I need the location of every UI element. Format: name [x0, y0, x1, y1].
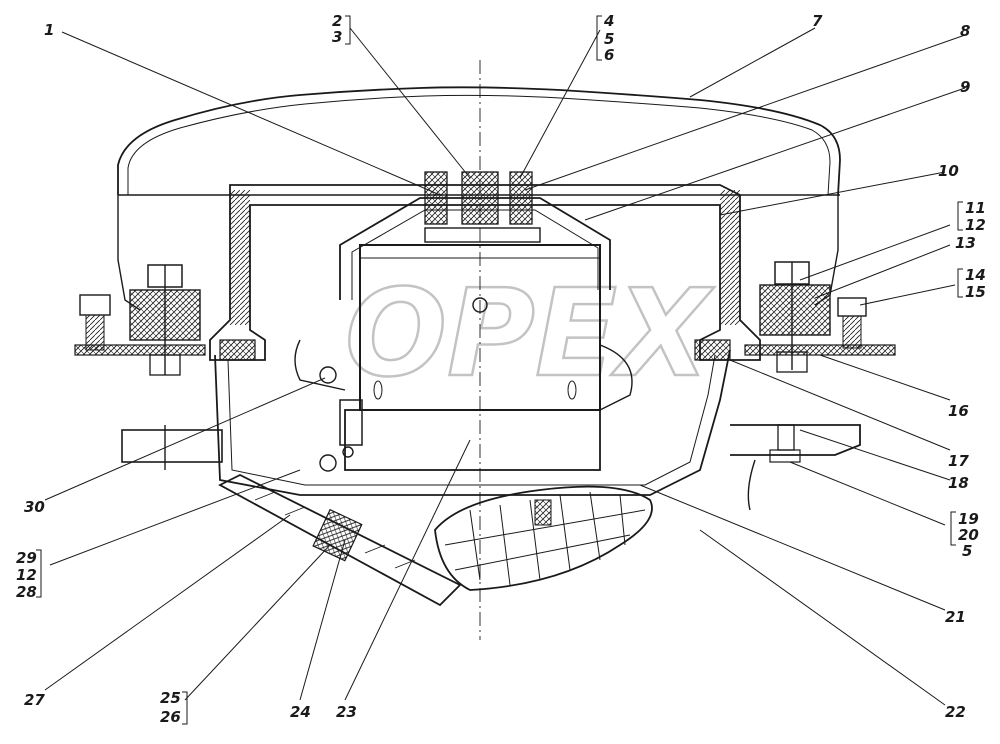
- left-mount-washer: [149, 354, 181, 376]
- right-bracket-bolt: [777, 424, 795, 451]
- right-shock-mount: [759, 284, 831, 336]
- impeller-hub: [312, 508, 363, 562]
- bracket-4-5-6: [596, 15, 602, 61]
- callout-5-top: 5: [604, 30, 614, 48]
- callout-19: 19: [958, 510, 979, 528]
- right-gasket: [694, 339, 731, 361]
- callout-3: 3: [332, 28, 342, 46]
- right-flange-plate: [744, 344, 896, 356]
- watermark-text: OPEX: [345, 265, 715, 404]
- screw-small: [342, 446, 354, 458]
- callout-9: 9: [960, 78, 970, 96]
- callout-7: 7: [812, 12, 823, 30]
- bracket-2-3: [345, 15, 351, 45]
- terminal-left: [424, 171, 448, 225]
- screw-upper: [319, 366, 337, 384]
- right-flange-bolt: [842, 315, 862, 349]
- leader-lines: [44, 27, 966, 706]
- callout-24: 24: [290, 703, 311, 721]
- bracket-19-20-5: [950, 511, 956, 546]
- callout-16: 16: [948, 402, 969, 420]
- fan-grille-slats: [444, 491, 646, 586]
- bracket-25-26: [182, 691, 188, 725]
- lower-bowl: [214, 349, 731, 496]
- bracket-11-12: [957, 201, 963, 231]
- bracket-29-12-28: [36, 549, 42, 598]
- wire-lead: [747, 459, 756, 511]
- terminal-right: [509, 171, 533, 225]
- lower-bowl-inner: [227, 354, 716, 486]
- left-gasket: [219, 339, 256, 361]
- left-flange-plate: [74, 344, 206, 356]
- callout-12-bottom: 12: [16, 566, 37, 584]
- callout-26: 26: [160, 708, 181, 726]
- outer-cover: [117, 86, 841, 196]
- rivet-right: [567, 380, 577, 400]
- callout-30: 30: [24, 498, 45, 516]
- callout-29: 29: [16, 549, 37, 567]
- callout-25: 25: [160, 689, 181, 707]
- callout-10: 10: [938, 162, 959, 180]
- bracket-14-15: [957, 268, 963, 298]
- motor-lower-body: [344, 409, 601, 471]
- screw-lower: [319, 454, 337, 472]
- fan-grille: [434, 485, 653, 591]
- capacitor: [339, 399, 363, 446]
- impeller-left: [218, 473, 462, 607]
- callout-5-bottom: 5: [962, 542, 972, 560]
- left-flange-bolt: [85, 314, 105, 351]
- outer-cover-edge: [127, 94, 831, 196]
- housing-left-wall-hatch: [230, 190, 250, 325]
- rivet-left: [373, 380, 383, 400]
- left-flange-bolt-head: [79, 294, 111, 316]
- callout-4: 4: [603, 12, 614, 30]
- terminal-base: [424, 227, 541, 243]
- impeller-left-blades: [254, 491, 416, 569]
- callout-20: 20: [958, 526, 979, 544]
- right-mount-washer: [776, 351, 808, 373]
- motor-right-lobe: [599, 344, 633, 411]
- right-bracket-nut: [769, 449, 801, 463]
- callout-14: 14: [965, 266, 986, 284]
- callout-6: 6: [604, 46, 614, 64]
- housing-right-wall-hatch: [720, 190, 740, 325]
- callout-28: 28: [16, 583, 37, 601]
- callout-17: 17: [948, 452, 969, 470]
- callout-12-top: 12: [965, 216, 986, 234]
- motor-left-lobe: [294, 339, 346, 391]
- callout-1: 1: [44, 21, 54, 39]
- callout-27: 27: [24, 691, 45, 709]
- grille-nut: [534, 499, 552, 526]
- callout-21: 21: [945, 608, 966, 626]
- callout-8: 8: [960, 22, 970, 40]
- callout-15: 15: [965, 283, 986, 301]
- callout-18: 18: [948, 474, 969, 492]
- callout-23: 23: [336, 703, 357, 721]
- callout-13: 13: [955, 234, 976, 252]
- right-flange-bolt-head: [837, 297, 867, 317]
- callout-11: 11: [965, 199, 986, 217]
- left-bracket: [121, 429, 223, 463]
- callout-22: 22: [945, 703, 966, 721]
- callout-2: 2: [332, 12, 342, 30]
